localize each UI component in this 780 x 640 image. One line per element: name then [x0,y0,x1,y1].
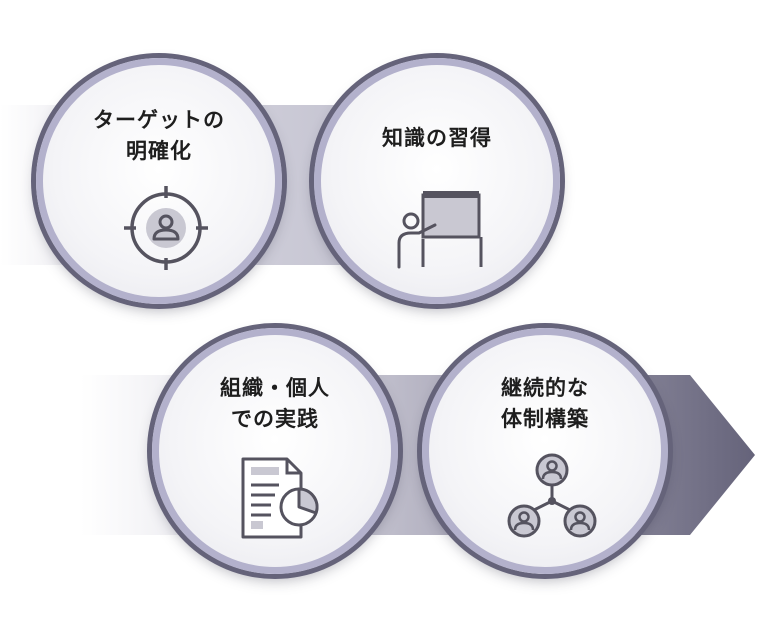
team-network-icon [507,453,597,538]
report-chart-icon [241,457,319,539]
step-circle-2: 知識の習得 [314,58,560,304]
step-1-line-2: 明確化 [126,139,192,163]
step-circle-4: 継続的な 体制構築 [422,328,668,574]
step-circle-3: 組織・個人 での実践 [152,328,398,574]
step-title-4: 継続的な 体制構築 [429,373,661,435]
target-person-icon [124,186,208,270]
step-4-line-1: 継続的な [501,376,589,400]
step-circle-1: ターゲットの 明確化 [36,58,282,304]
presenter-board-icon [397,191,483,269]
step-title-2: 知識の習得 [321,123,553,154]
step-title-1: ターゲットの 明確化 [43,105,275,167]
step-1-line-1: ターゲットの [93,108,225,132]
step-3-line-1: 組織・個人 [220,376,330,400]
step-2-line-1: 知識の習得 [382,126,492,150]
step-3-line-2: での実践 [231,407,319,431]
step-title-3: 組織・個人 での実践 [159,373,391,435]
step-4-line-2: 体制構築 [501,407,589,431]
